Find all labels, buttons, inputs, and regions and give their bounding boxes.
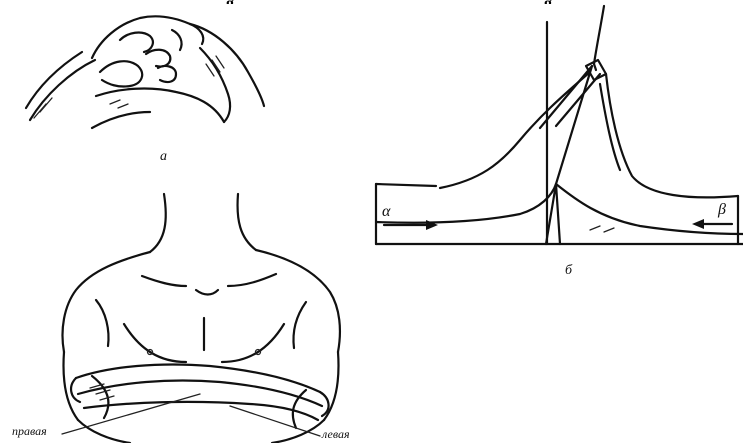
panel-label-b: б — [565, 264, 572, 278]
arrow-label-left: α — [382, 204, 390, 220]
panel-label-a: a — [160, 150, 167, 164]
arrow-right — [692, 219, 732, 229]
arm-label-right: правая — [12, 425, 47, 437]
torso-illustration — [62, 194, 340, 443]
arrow-label-right: β — [718, 202, 726, 218]
arm-label-left: левая — [322, 428, 350, 440]
joint-schematic — [376, 6, 743, 244]
hand-illustration — [26, 16, 264, 128]
